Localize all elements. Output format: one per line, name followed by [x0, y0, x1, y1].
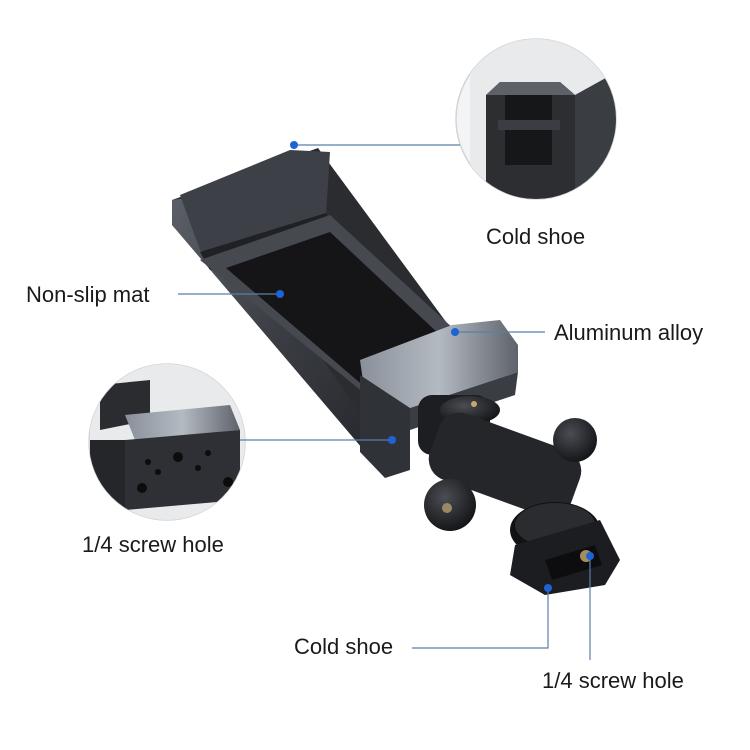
ball-head-mount — [418, 395, 620, 595]
label-non-slip-mat: Non-slip mat — [26, 282, 150, 307]
callout-dot-cold-shoe-bottom — [544, 584, 552, 592]
label-aluminum-alloy: Aluminum alloy — [554, 320, 704, 345]
label-cold-shoe-bottom: Cold shoe — [294, 634, 394, 659]
label-cold-shoe-top: Cold shoe — [486, 224, 586, 249]
callout-dot-cold-shoe-top — [290, 141, 298, 149]
clamp-body — [172, 148, 518, 478]
callout-dot-screw-hole-bottom — [586, 552, 594, 560]
inset-cold-shoe — [455, 38, 617, 200]
callout-line-cold-shoe-bottom — [412, 588, 549, 649]
inset-screw-holes — [88, 363, 246, 521]
callout-dots — [276, 141, 594, 592]
label-screw-hole-bottom: 1/4 screw hole — [542, 668, 684, 693]
callout-dot-aluminum-alloy — [451, 328, 459, 336]
callout-dot-screw-hole-left — [388, 436, 396, 444]
callout-dot-non-slip-mat — [276, 290, 284, 298]
callout-lines — [178, 144, 591, 660]
label-screw-hole-left: 1/4 screw hole — [82, 532, 224, 557]
